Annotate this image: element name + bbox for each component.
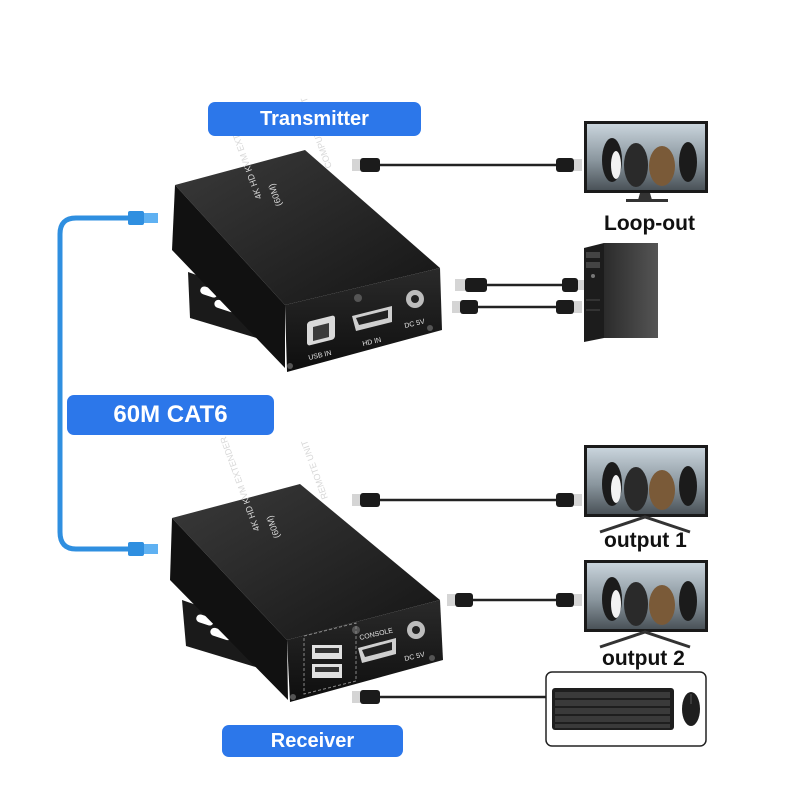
peripheral-cables: [376, 163, 570, 699]
rj45-bottom-connector: [128, 542, 158, 556]
receiver-label: Receiver: [222, 725, 403, 757]
output2-label: output 2: [602, 647, 685, 670]
rj45-top-connector: [128, 211, 158, 225]
keyboard-mouse-panel: [545, 671, 707, 747]
transmitter-label: Transmitter: [208, 102, 421, 136]
loop-out-monitor: [584, 121, 708, 202]
rx-port-dc-5v: DC 5V: [404, 651, 426, 663]
cable-plugs: [352, 158, 586, 704]
tx-port-dc-5v: DC 5V: [404, 318, 426, 330]
output1-label: output 1: [604, 529, 687, 552]
mouse: [682, 692, 700, 726]
rx-usb-ports: [312, 645, 342, 678]
output2-monitor: [584, 560, 708, 649]
output1-monitor: [584, 445, 708, 534]
keyboard: [552, 688, 674, 730]
cat6-cable: [57, 215, 140, 552]
tx-port-hd-in: HD IN: [362, 337, 382, 348]
cable-label: 60M CAT6: [67, 395, 274, 435]
transmitter-device: USB IN HD IN DC 5V 4K HD KVM EXTENDER (6…: [172, 95, 442, 372]
loop-out-label: Loop-out: [604, 212, 695, 235]
pc-tower: [584, 243, 658, 342]
receiver-device: CONSOLE DC 5V 4K HD KVM EXTENDER (60M) R…: [170, 435, 443, 702]
